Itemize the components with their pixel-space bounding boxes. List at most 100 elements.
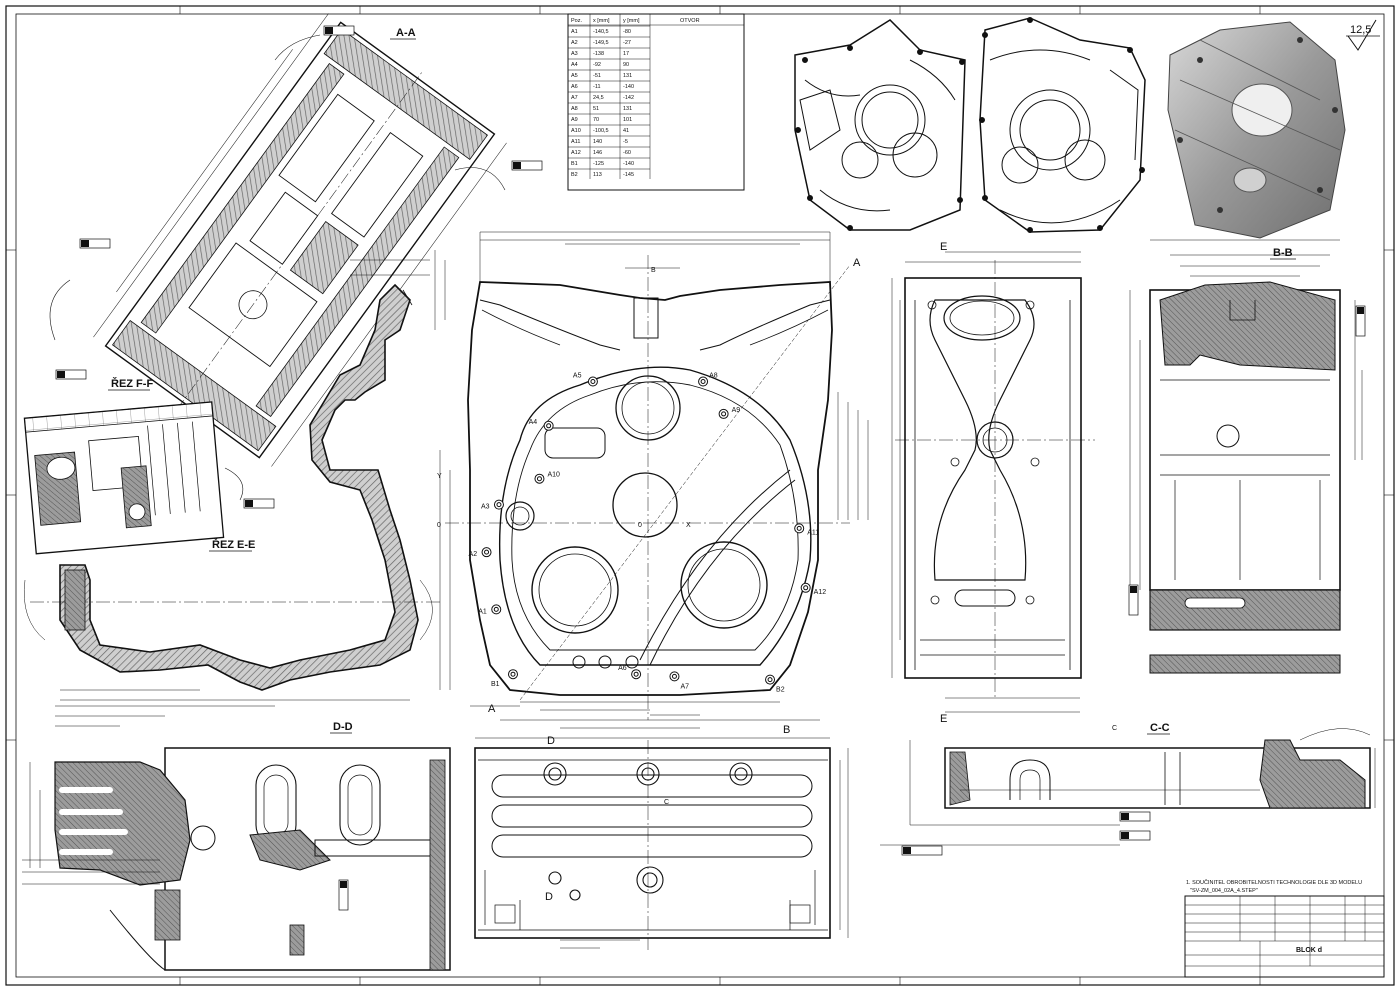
hole-coordinate-table: Poz.x [mm]y [mm]OTVORA1-140,5-80A2-149,5… <box>567 13 745 191</box>
hole-label: A4 <box>529 419 538 426</box>
mounting-hole <box>669 671 680 682</box>
section-bb-view: B-B <box>1128 239 1366 674</box>
marker-d-bottom: D <box>545 891 553 903</box>
table-header: Poz. <box>571 18 582 24</box>
table-cell: -92 <box>593 62 601 68</box>
table-cell: 140 <box>593 139 602 145</box>
table-cell: 70 <box>593 117 599 123</box>
table-cell: A7 <box>571 95 578 101</box>
mounting-hole-bore <box>590 379 596 385</box>
marker-c-top: C <box>664 799 669 806</box>
table-cell: -149,5 <box>593 40 609 46</box>
mounting-hole <box>534 473 545 484</box>
mounting-hole-bore <box>633 671 639 677</box>
hole-label: A6 <box>618 665 627 672</box>
mounting-hole <box>587 376 598 387</box>
table-cell: 101 <box>623 117 632 123</box>
mounting-hole <box>493 499 504 510</box>
section-cc-view: C-C C <box>880 722 1376 856</box>
note-line-1: 1. SOUČINITEL OBROBITELNOSTI TECHNOLOGIE… <box>1186 879 1362 886</box>
hole-label: A10 <box>547 472 560 479</box>
mounting-hole-bore <box>721 411 727 417</box>
surface-roughness-symbol: 12,5 <box>1346 19 1380 51</box>
table-cell: 131 <box>623 73 632 79</box>
section-ee-outline <box>24 250 446 701</box>
table-cell: -80 <box>623 29 631 35</box>
table-cell: 131 <box>623 106 632 112</box>
table-cell: A11 <box>571 139 580 145</box>
table-cell: -125 <box>593 161 604 167</box>
mounting-hole-bore <box>536 476 542 482</box>
table-cell: A12 <box>571 150 581 156</box>
table-cell: A5 <box>571 73 578 79</box>
section-cc-label: C-C <box>1150 722 1170 734</box>
hole-label: A5 <box>573 373 582 380</box>
section-bb-label: B-B <box>1273 247 1293 259</box>
hole-label: B2 <box>776 687 785 694</box>
hole-label: A1 <box>478 608 487 615</box>
table-cell: A9 <box>571 117 578 123</box>
isometric-view-2 <box>979 17 1146 233</box>
mounting-hole-bore <box>484 549 490 555</box>
section-ee-label: ŘEZ E-E <box>212 538 255 551</box>
table-cell: -140 <box>623 84 634 90</box>
mounting-hole <box>631 669 642 680</box>
mounting-hole-bore <box>546 423 552 429</box>
mounting-hole <box>508 669 518 680</box>
section-aa-view: A-A <box>49 13 543 509</box>
hole-label: A3 <box>481 504 490 511</box>
table-cell: -138 <box>593 51 604 57</box>
table-cell: -142 <box>623 95 634 101</box>
axis-x-label: X <box>686 522 691 529</box>
table-cell: -5 <box>623 139 628 145</box>
hole-label: A9 <box>732 407 741 414</box>
mounting-hole-bore <box>796 525 802 531</box>
mounting-hole <box>698 376 709 387</box>
table-cell: -140 <box>623 161 634 167</box>
table-cell: 146 <box>593 150 602 156</box>
table-cell: A4 <box>571 62 578 68</box>
table-cell: -140,5 <box>593 29 609 35</box>
section-dd-label: D-D <box>333 721 353 733</box>
mounting-hole-bore <box>671 673 677 679</box>
mounting-hole-bore <box>700 379 706 385</box>
table-cell: -27 <box>623 40 631 46</box>
isometric-view-1 <box>794 19 966 231</box>
title-block-name: BLOK d <box>1296 947 1322 954</box>
table-cell: -11 <box>593 84 601 90</box>
origin-label: 0 <box>638 522 642 529</box>
table-cell: A10 <box>571 128 581 134</box>
hole-label: A8 <box>709 373 718 380</box>
mounting-hole-bore <box>493 606 499 612</box>
table-cell: 17 <box>623 51 629 57</box>
mounting-hole-bore <box>510 671 516 677</box>
notes: 1. SOUČINITEL OBROBITELNOSTI TECHNOLOGIE… <box>1186 879 1362 894</box>
bottom-view: D D C <box>474 727 849 950</box>
table-cell: A8 <box>571 106 578 112</box>
table-cell: A6 <box>571 84 578 90</box>
hole-label: B1 <box>491 681 500 688</box>
table-cell: A3 <box>571 51 578 57</box>
hole-label: A12 <box>814 589 827 596</box>
hole-label: A11 <box>807 529 819 536</box>
mounting-hole <box>794 523 805 534</box>
title-block: BLOK d <box>1184 895 1385 978</box>
marker-a-bottom: A <box>488 703 496 715</box>
marker-a-top: A <box>853 257 861 269</box>
table-cell: A2 <box>571 40 578 46</box>
mounting-hole-bore <box>803 585 809 591</box>
mounting-hole <box>765 674 776 685</box>
mounting-hole <box>491 604 502 615</box>
hole-label: A2 <box>469 551 478 558</box>
note-line-2: "SV-ZM_004_02A_4.STEP" <box>1190 888 1258 894</box>
mounting-hole <box>543 420 554 431</box>
table-cell: 51 <box>593 106 599 112</box>
marker-e-bottom: E <box>940 713 947 725</box>
mounting-hole <box>481 547 492 558</box>
table-cell: -51 <box>593 73 601 79</box>
section-aa-label: A-A <box>396 27 416 39</box>
marker-e-top: E <box>940 241 947 253</box>
table-header: y [mm] <box>623 18 640 24</box>
table-header: OTVOR <box>680 18 700 24</box>
